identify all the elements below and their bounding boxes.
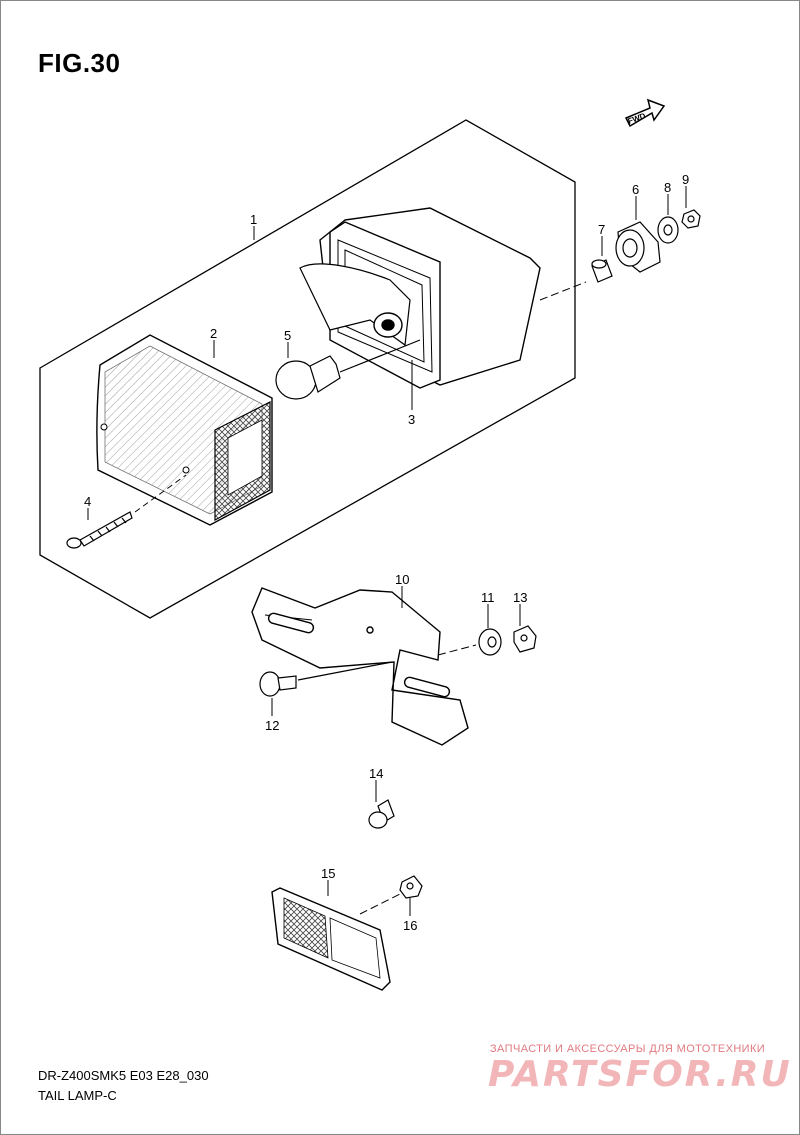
tail-lamp-lens: [96, 334, 273, 526]
watermark-logo: PARTSFOR.RU: [488, 1054, 792, 1095]
grommet: [615, 221, 661, 273]
callout-11: 11: [481, 590, 495, 605]
callout-10: 10: [395, 572, 409, 587]
callout-16: 16: [403, 918, 417, 933]
leader-lines: [87, 186, 687, 916]
reflector: [271, 887, 391, 991]
callout-14: 14: [369, 766, 383, 781]
bulb: [275, 339, 421, 400]
callout-5: 5: [284, 328, 291, 343]
rivet: [368, 799, 395, 829]
callout-3: 3: [408, 412, 415, 427]
callout-6: 6: [632, 182, 639, 197]
bracket-washer: [478, 628, 502, 656]
callout-7: 7: [598, 222, 605, 237]
bracket: [251, 587, 469, 746]
callout-1: 1: [250, 212, 257, 227]
watermark-tagline: ЗАПЧАСТИ И АКСЕССУАРЫ ДЛЯ МОТОТЕХНИКИ: [490, 1043, 766, 1055]
callout-13: 13: [513, 590, 527, 605]
bracket-nut: [513, 625, 537, 653]
callout-2: 2: [210, 326, 217, 341]
lens-screw: [66, 474, 187, 549]
washer: [657, 216, 679, 244]
nut: [681, 209, 701, 229]
fwd-label: FWD: [627, 111, 647, 126]
assembly-outline: [39, 119, 576, 619]
model-code: DR-Z400SMK5 E03 E28_030: [38, 1068, 209, 1083]
figure-title: FIG.30: [38, 48, 121, 78]
reflector-nut: [399, 875, 423, 899]
callout-15: 15: [321, 866, 335, 881]
bracket-bolt: [259, 661, 393, 697]
fwd-arrow-icon: FWD: [624, 98, 666, 128]
callout-8: 8: [664, 180, 671, 195]
callout-9: 9: [682, 172, 689, 187]
figure-caption: TAIL LAMP-C: [38, 1088, 117, 1103]
callout-4: 4: [84, 494, 91, 509]
callout-12: 12: [265, 718, 279, 733]
spacer: [591, 259, 613, 283]
lamp-housing: [299, 207, 541, 389]
